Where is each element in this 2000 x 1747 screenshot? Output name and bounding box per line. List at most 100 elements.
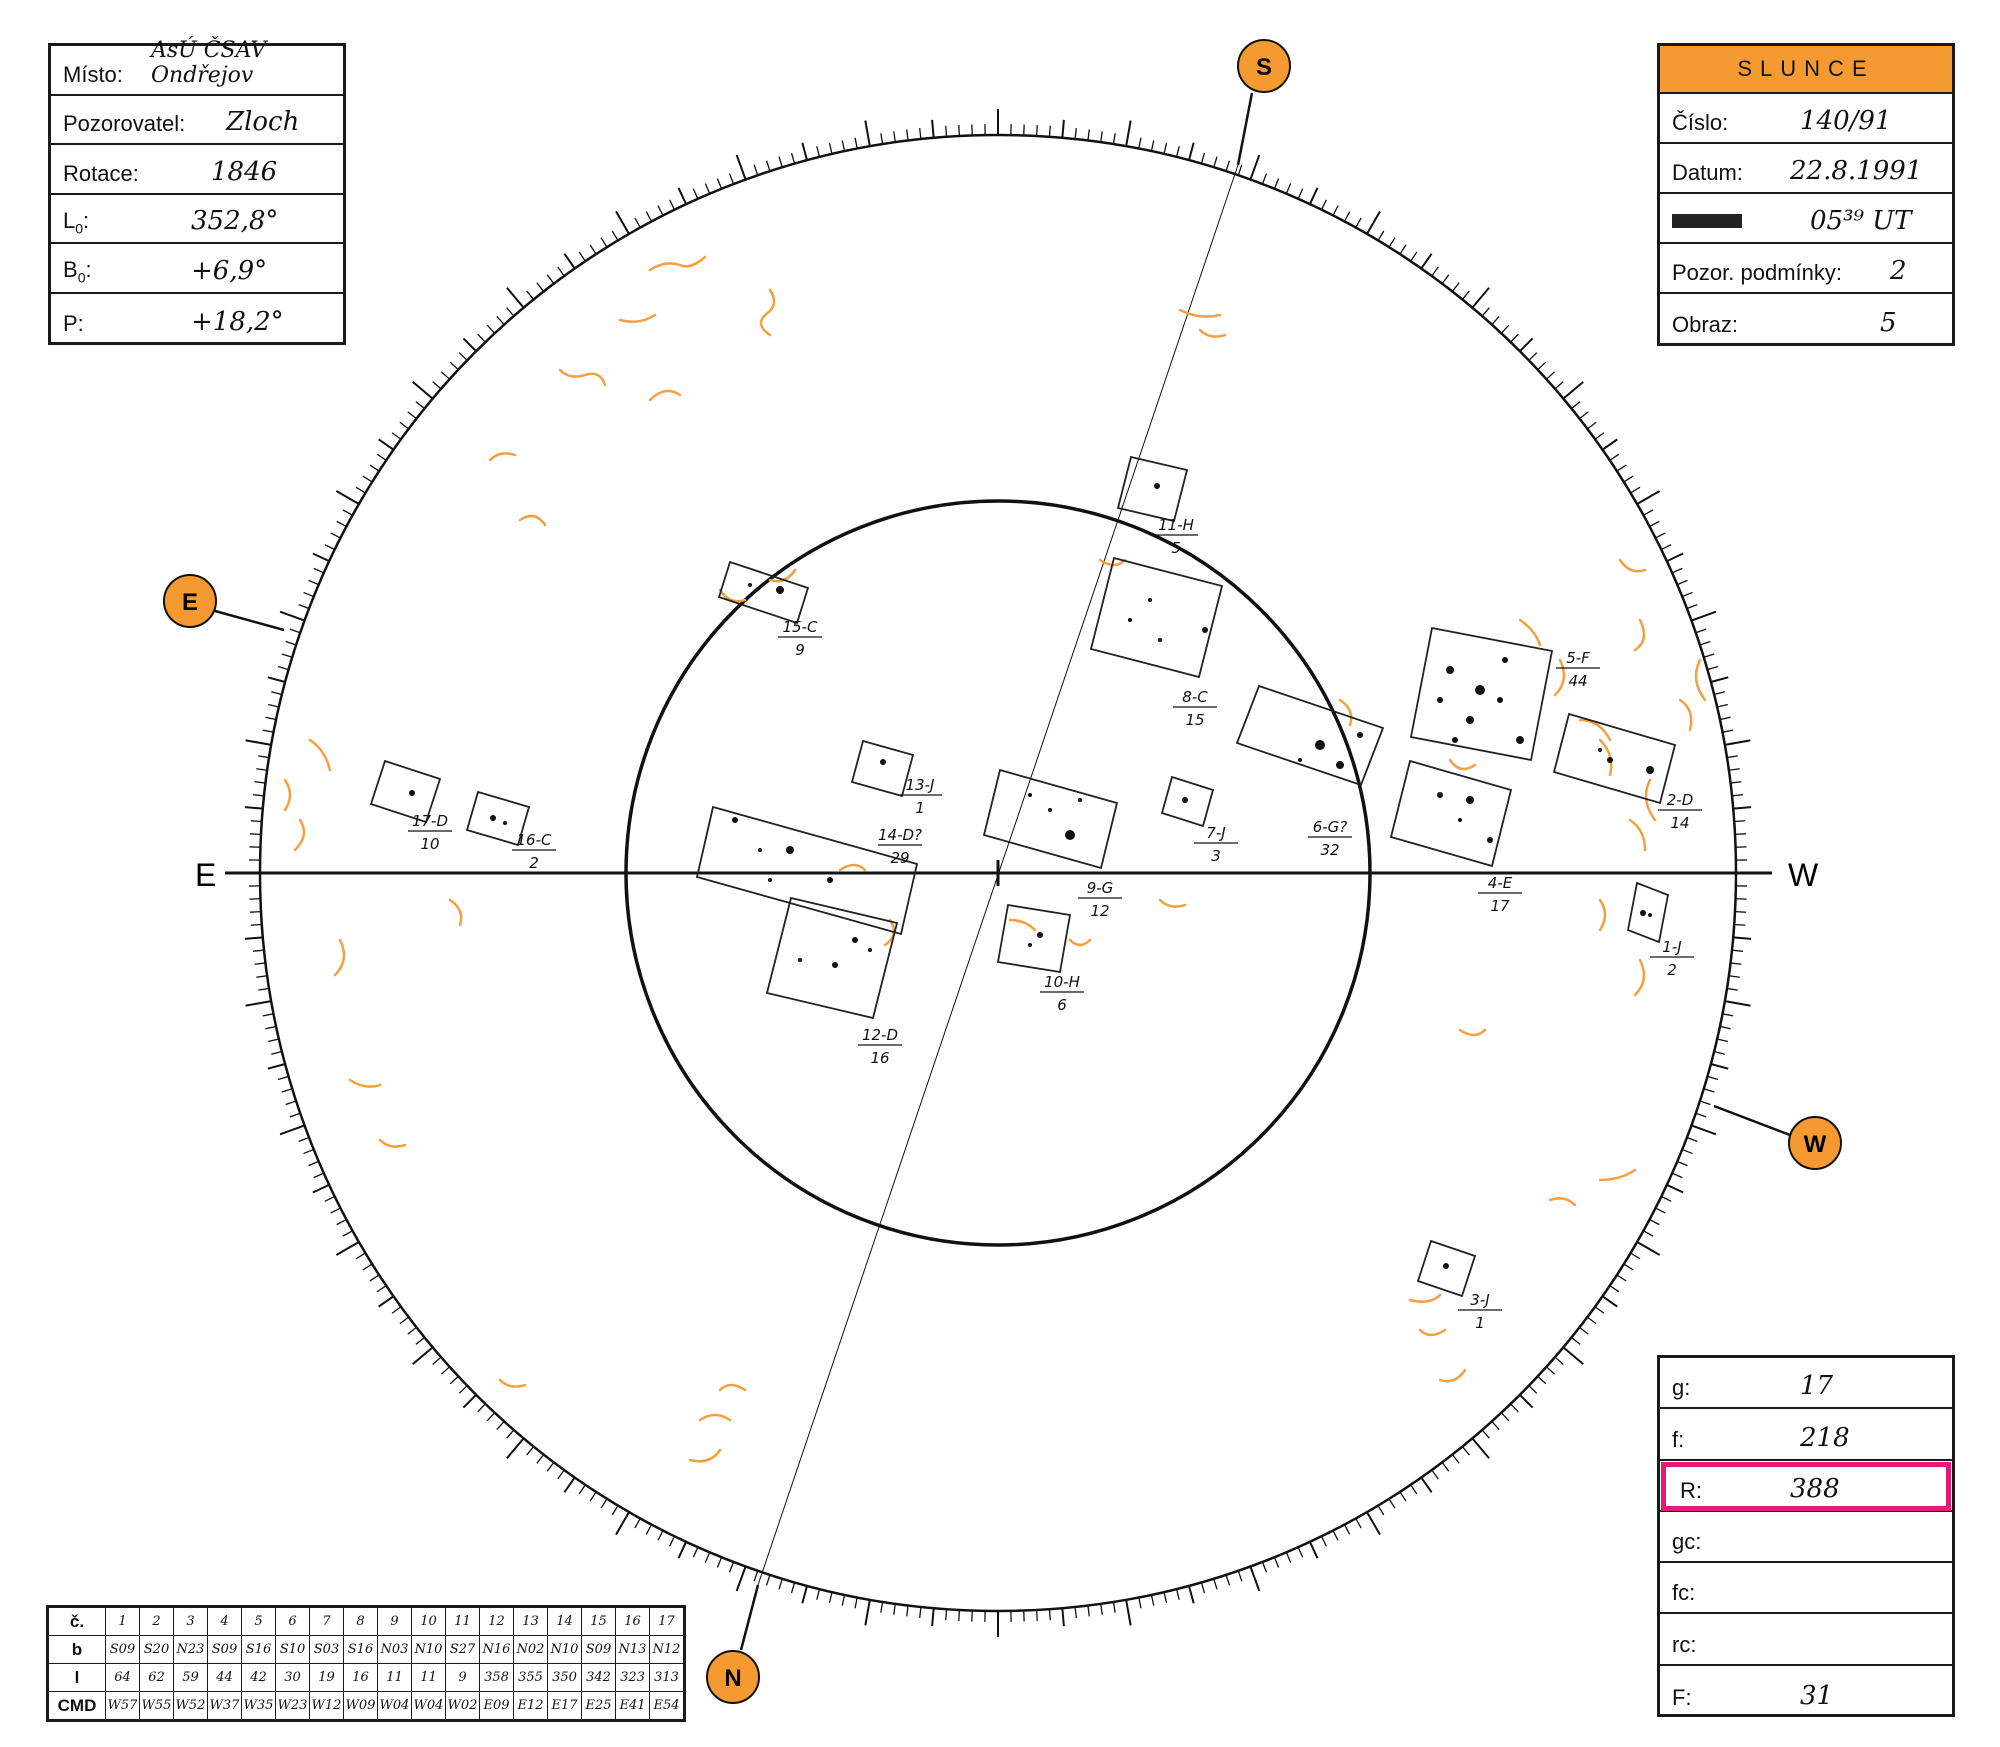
scale-tick (728, 173, 735, 185)
scale-tick (477, 333, 486, 343)
cislo-value: 140/91 (1800, 106, 1892, 136)
scale-tick (1691, 1124, 1717, 1136)
f-label: f: (1672, 1426, 1685, 1452)
scale-tick (657, 1530, 664, 1541)
scale-tick (449, 361, 459, 371)
scale-tick (1562, 381, 1584, 400)
scale-tick (254, 781, 266, 784)
scale-tick (1213, 1578, 1218, 1590)
scale-tick (1666, 1183, 1684, 1194)
table-cell: S27 (445, 1635, 480, 1664)
scale-tick (1175, 1588, 1180, 1600)
scale-tick (378, 1295, 395, 1308)
group-frames (369, 455, 1677, 1298)
table-cell: 4 (207, 1606, 242, 1636)
scale-tick (1703, 1088, 1715, 1093)
b0-label: B0: (63, 257, 92, 286)
scale-tick (716, 1557, 723, 1568)
scale-tick (1671, 1172, 1683, 1179)
scale-tick (1713, 1050, 1725, 1055)
scale-tick (1297, 1546, 1304, 1558)
scale-tick (1686, 1136, 1698, 1143)
b0-value: +6,9° (191, 255, 268, 286)
group-label-id: 16-C (517, 831, 552, 849)
row-b0: B0: +6,9° (51, 244, 343, 294)
table-cell: S10 (275, 1635, 310, 1664)
table-cell: E41 (615, 1691, 650, 1721)
table-cell: 2 (139, 1606, 174, 1636)
scale-tick (258, 755, 270, 759)
scale-tick (1366, 1511, 1381, 1536)
scale-tick (1707, 665, 1719, 671)
scale-tick (563, 1476, 576, 1493)
scale-tick (1332, 205, 1339, 216)
scale-tick (1175, 146, 1180, 158)
scale-tick (1087, 129, 1090, 141)
scale-tick (790, 1582, 796, 1594)
scale-tick (1671, 567, 1683, 574)
scale-tick (265, 1025, 277, 1030)
scale-tick (1609, 453, 1620, 461)
scale-tick (1112, 1601, 1116, 1613)
scale-tick (893, 1603, 896, 1615)
scale-tick (462, 1394, 477, 1409)
scale-tick (841, 1594, 846, 1606)
group-label-count: 3 (1211, 847, 1221, 865)
scale-tick (362, 1263, 373, 1271)
row-header: č. (47, 1606, 106, 1636)
scale-tick (735, 1566, 747, 1592)
scale-tick (1150, 140, 1155, 152)
table-cell: 5 (241, 1606, 276, 1636)
table-cell: 350 (547, 1663, 582, 1692)
scale-tick (735, 154, 747, 180)
table-cell: W04 (377, 1691, 412, 1721)
scale-tick (1734, 833, 1747, 836)
scale-tick (1734, 820, 1746, 823)
scale-tick (1677, 579, 1688, 586)
scale-tick (1655, 1207, 1666, 1214)
scale-tick (1554, 381, 1564, 390)
scale-tick (1691, 610, 1717, 622)
scale-tick (432, 381, 442, 390)
group-label-count: 9 (795, 641, 805, 659)
scale-tick (407, 1326, 417, 1335)
scale-tick (1682, 1148, 1693, 1155)
row-rc: rc: (1660, 1614, 1952, 1666)
scale-tick (611, 1505, 619, 1516)
datum-value: 22.8.1991 (1790, 156, 1923, 186)
table-cell: 13 (513, 1606, 548, 1636)
scale-tick (1150, 1594, 1155, 1606)
r-label: R: (1680, 1477, 1702, 1503)
scale-tick (645, 1524, 653, 1535)
scale-tick (578, 251, 586, 262)
group-label-count: 14 (1670, 814, 1689, 832)
table-cell: N13 (615, 1635, 650, 1664)
scale-tick (1377, 1505, 1385, 1516)
marker-w[interactable]: W (1713, 1104, 1842, 1170)
scale-tick (1728, 768, 1740, 771)
scale-tick (526, 1446, 535, 1456)
table-cell: 9 (377, 1606, 412, 1636)
scale-tick (753, 164, 759, 176)
scale-tick (1695, 628, 1707, 634)
scale-tick (692, 188, 699, 200)
scale-tick (1035, 124, 1038, 137)
scale-tick (369, 1274, 380, 1282)
scale-tick (557, 1469, 565, 1480)
scale-tick (1537, 361, 1547, 371)
scale-tick (486, 324, 496, 334)
scale-tick (449, 1375, 459, 1385)
marker-n[interactable]: N (706, 1584, 760, 1704)
scale-tick (391, 432, 402, 440)
scale-tick (1609, 1285, 1620, 1293)
marker-e[interactable]: E (163, 574, 285, 632)
marker-s[interactable]: S (1236, 39, 1291, 166)
scale-tick (244, 806, 263, 810)
scale-tick (289, 628, 301, 634)
scale-tick (1623, 475, 1634, 483)
scale-tick (1734, 923, 1746, 926)
table-cell: 11 (411, 1663, 446, 1692)
cas-label (1672, 214, 1742, 228)
